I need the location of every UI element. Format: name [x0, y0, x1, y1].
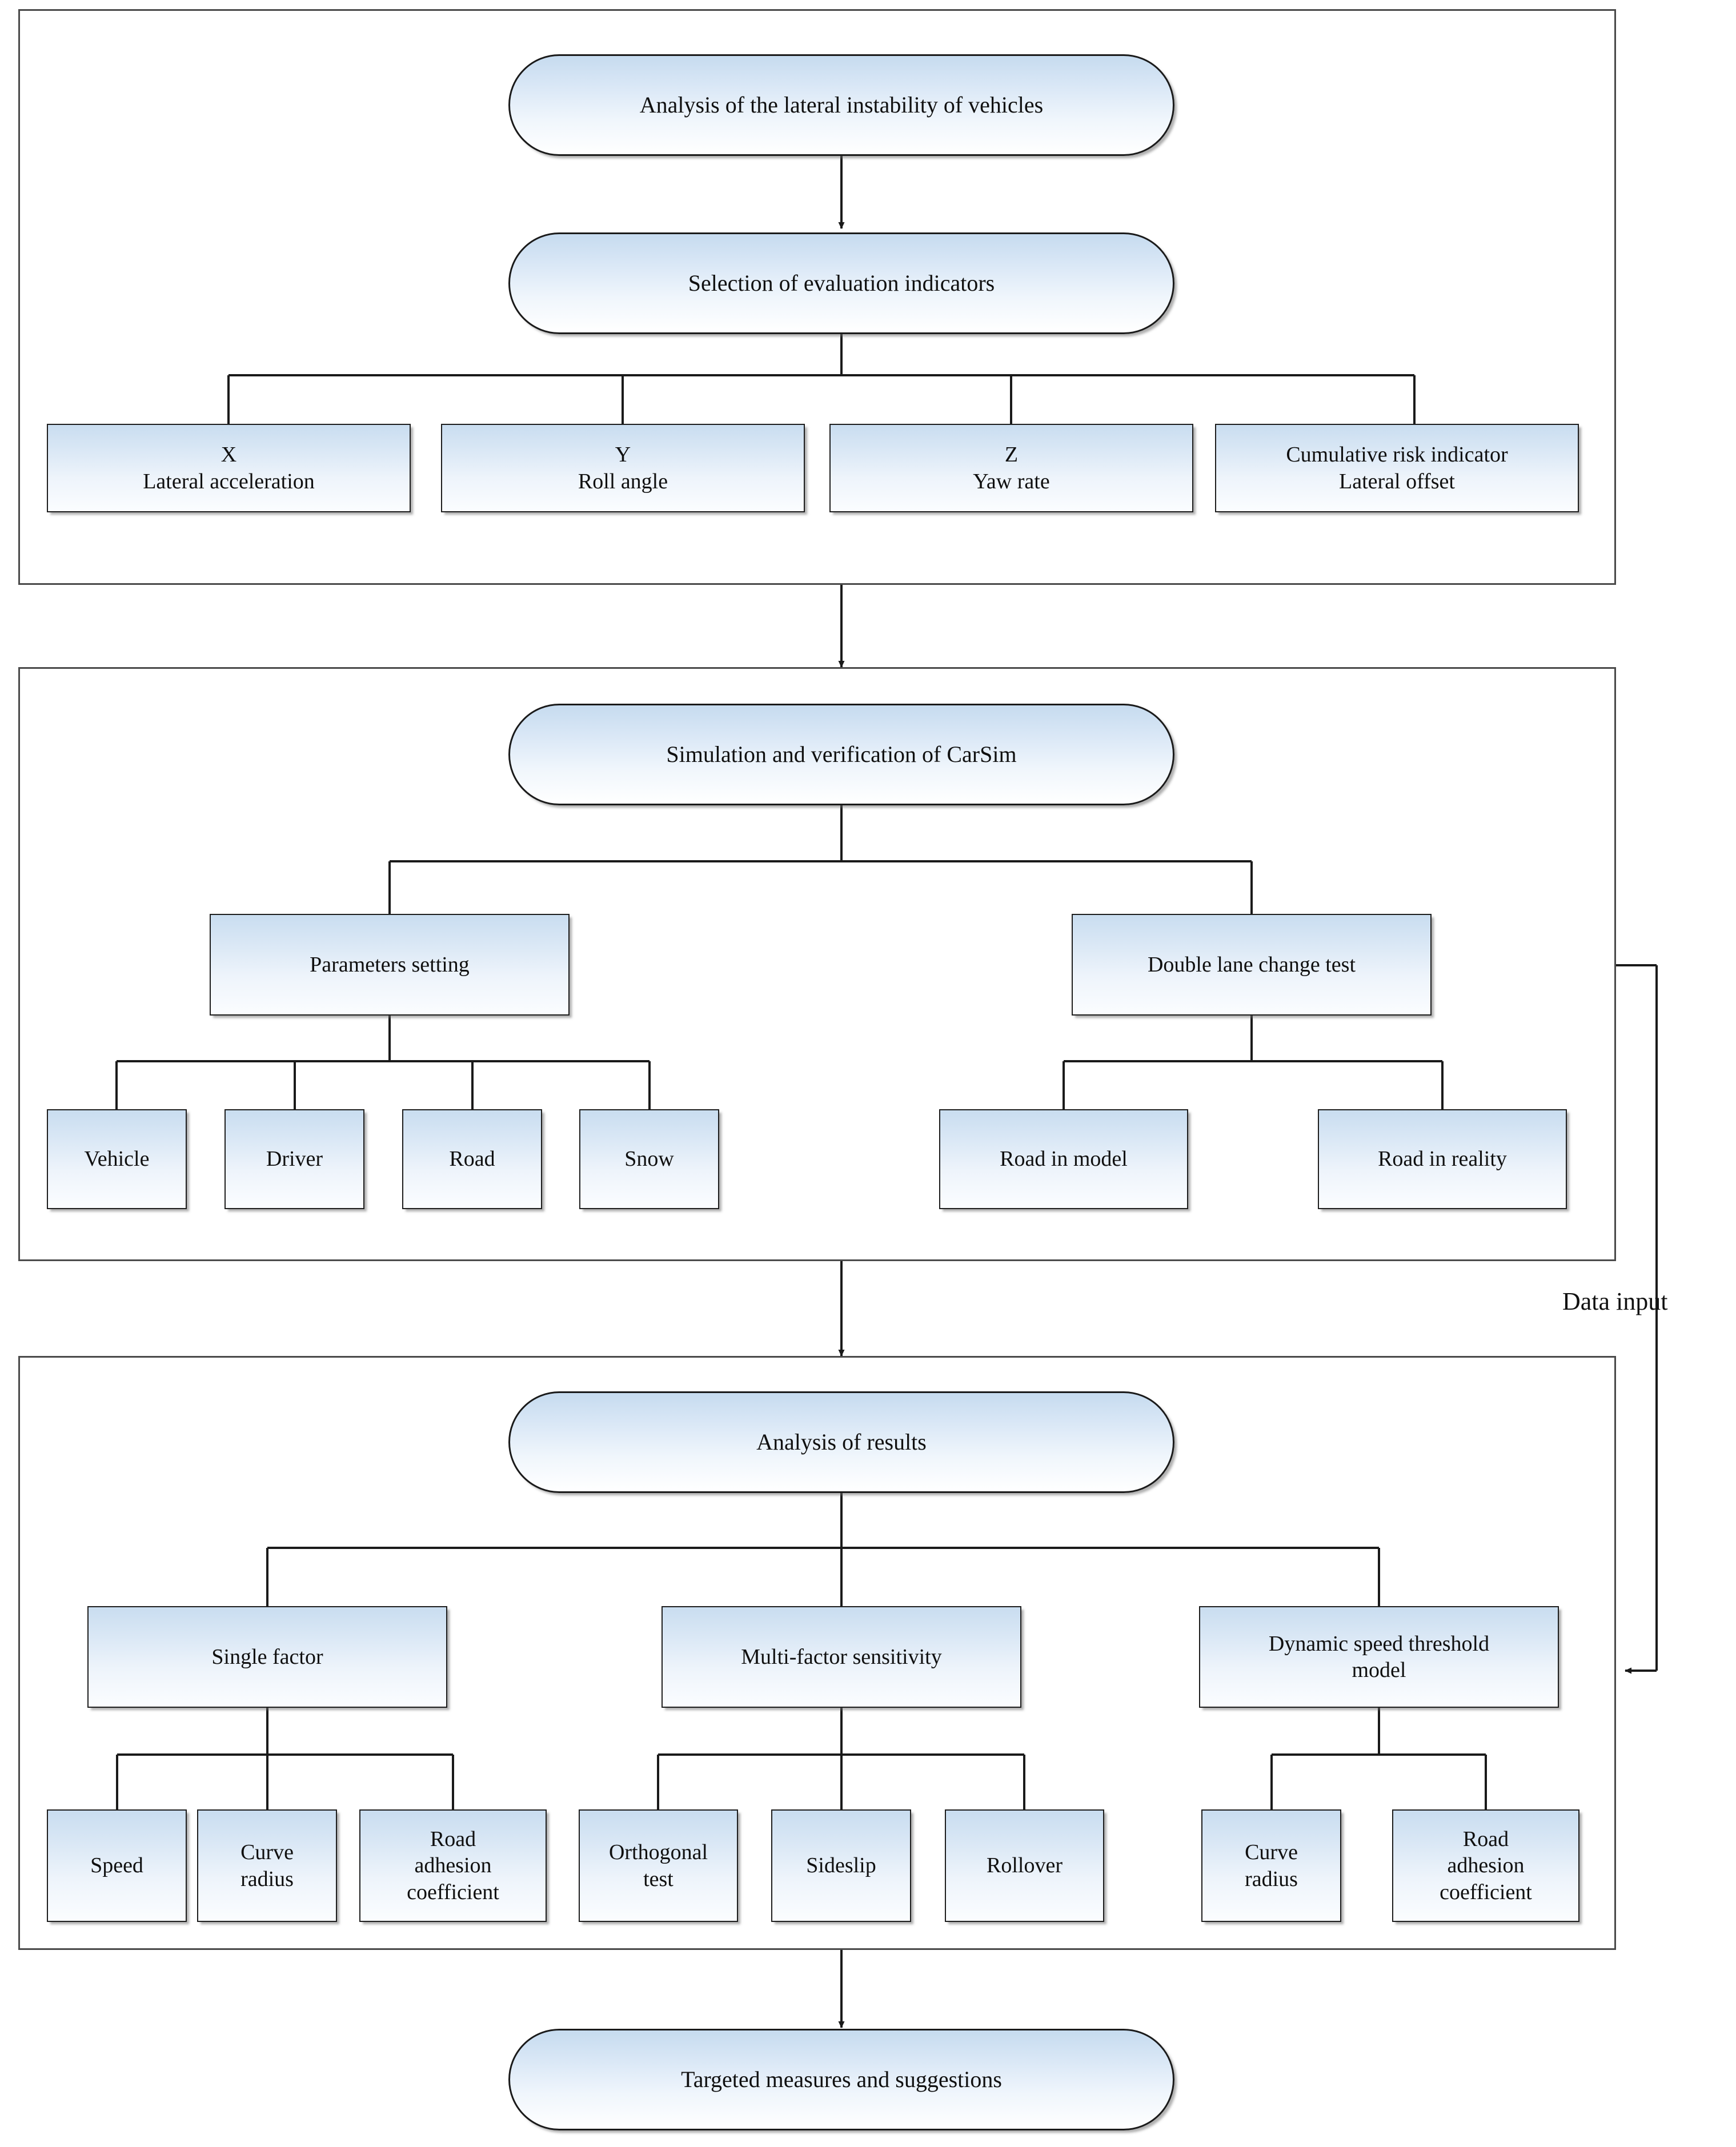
- node-label: Single factor: [211, 1644, 323, 1669]
- node-road-in-model[interactable]: Road in model: [939, 1109, 1188, 1209]
- node-label: Road adhesion coefficient: [1440, 1827, 1532, 1904]
- node-label: Targeted measures and suggestions: [681, 2066, 1002, 2092]
- node-curve-radius-single[interactable]: Curve radius: [197, 1809, 337, 1922]
- group-section-3: [18, 1356, 1616, 1950]
- node-label: Road in reality: [1378, 1147, 1507, 1171]
- node-label: Parameters setting: [310, 952, 470, 977]
- group-section-2: [18, 667, 1616, 1261]
- node-label: Road in model: [1000, 1147, 1128, 1171]
- node-label: Snow: [624, 1147, 674, 1171]
- node-road-adhesion-coefficient-single[interactable]: Road adhesion coefficient: [359, 1809, 547, 1922]
- node-param-driver[interactable]: Driver: [224, 1109, 364, 1209]
- node-road-in-reality[interactable]: Road in reality: [1318, 1109, 1567, 1209]
- node-label: Road adhesion coefficient: [407, 1827, 499, 1904]
- node-label: Analysis of results: [756, 1428, 927, 1455]
- node-analysis-lateral-instability[interactable]: Analysis of the lateral instability of v…: [508, 54, 1174, 156]
- node-road-adhesion-coefficient-threshold[interactable]: Road adhesion coefficient: [1392, 1809, 1579, 1922]
- node-dynamic-speed-threshold-model[interactable]: Dynamic speed threshold model: [1199, 1606, 1559, 1708]
- node-speed[interactable]: Speed: [47, 1809, 187, 1922]
- node-param-vehicle[interactable]: Vehicle: [47, 1109, 187, 1209]
- node-indicator-cumulative-risk[interactable]: Cumulative risk indicator Lateral offset: [1215, 424, 1579, 512]
- node-param-snow[interactable]: Snow: [579, 1109, 719, 1209]
- node-simulation-verification-carsim[interactable]: Simulation and verification of CarSim: [508, 704, 1174, 805]
- node-parameters-setting[interactable]: Parameters setting: [210, 914, 570, 1016]
- node-indicator-z[interactable]: Z Yaw rate: [829, 424, 1193, 512]
- node-label: Selection of evaluation indicators: [688, 270, 995, 296]
- node-label: Curve radius: [240, 1840, 294, 1891]
- node-label: Rollover: [987, 1853, 1063, 1878]
- node-label: Y Roll angle: [578, 443, 668, 493]
- node-label: Sideslip: [806, 1853, 876, 1878]
- node-curve-radius-threshold[interactable]: Curve radius: [1201, 1809, 1341, 1922]
- node-label: Z Yaw rate: [973, 443, 1050, 493]
- node-param-road[interactable]: Road: [402, 1109, 542, 1209]
- node-orthogonal-test[interactable]: Orthogonal test: [579, 1809, 738, 1922]
- node-single-factor[interactable]: Single factor: [87, 1606, 447, 1708]
- node-label: Cumulative risk indicator Lateral offset: [1286, 443, 1508, 493]
- node-label: Dynamic speed threshold model: [1268, 1631, 1490, 1682]
- node-label: X Lateral acceleration: [143, 443, 315, 493]
- node-sideslip[interactable]: Sideslip: [771, 1809, 911, 1922]
- node-label: Orthogonal test: [608, 1840, 708, 1891]
- node-label: Vehicle: [84, 1147, 150, 1171]
- node-indicator-y[interactable]: Y Roll angle: [441, 424, 805, 512]
- node-targeted-measures-and-suggestions[interactable]: Targeted measures and suggestions: [508, 2029, 1174, 2130]
- node-selection-of-evaluation-indicators[interactable]: Selection of evaluation indicators: [508, 232, 1174, 334]
- node-label: Curve radius: [1245, 1840, 1298, 1891]
- node-label: Analysis of the lateral instability of v…: [639, 91, 1044, 118]
- node-double-lane-change-test[interactable]: Double lane change test: [1072, 914, 1432, 1016]
- node-label: Simulation and verification of CarSim: [666, 741, 1017, 767]
- data-input-label: Data input: [1562, 1287, 1668, 1315]
- node-multi-factor-sensitivity[interactable]: Multi-factor sensitivity: [661, 1606, 1021, 1708]
- node-rollover[interactable]: Rollover: [945, 1809, 1104, 1922]
- node-indicator-x[interactable]: X Lateral acceleration: [47, 424, 411, 512]
- node-label: Speed: [90, 1853, 143, 1878]
- node-label: Double lane change test: [1147, 952, 1356, 977]
- node-analysis-of-results[interactable]: Analysis of results: [508, 1391, 1174, 1493]
- node-label: Driver: [266, 1147, 323, 1171]
- node-label: Road: [449, 1147, 495, 1171]
- group-section-1: [18, 9, 1616, 585]
- node-label: Multi-factor sensitivity: [741, 1644, 942, 1669]
